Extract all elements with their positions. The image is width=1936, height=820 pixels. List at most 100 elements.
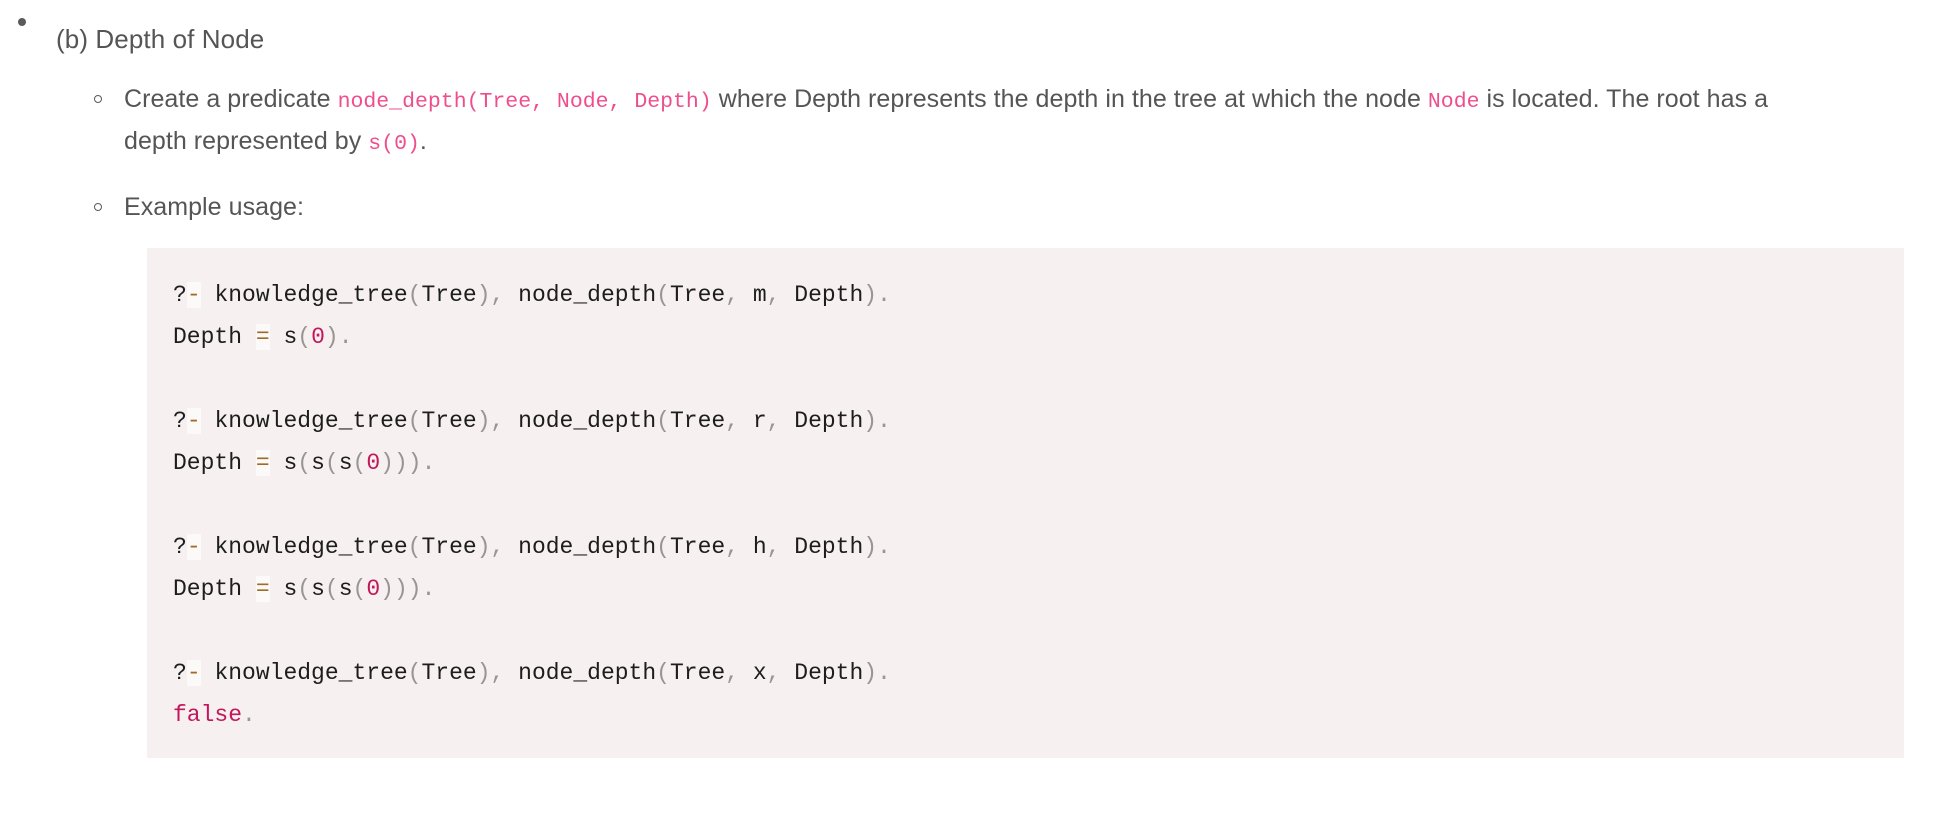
code-token-number: 0 [366,450,381,476]
code-line-query: ?- knowledge_tree(Tree), node_depth(Tree… [173,660,891,686]
code-token-punctuation: . [242,702,256,728]
code-token-punctuation: , [725,534,740,560]
code-token-boolean: false [173,702,243,728]
code-token-identifier: node_depth [518,534,657,560]
code-token-identifier: s [311,450,325,476]
code-token-punctuation: , [725,282,740,308]
code-token-query-prefix: ? [173,534,187,560]
code-token-punctuation: , [766,660,781,686]
code-token-identifier: s [338,450,353,476]
circle-bullet-icon [94,203,102,211]
code-token-punctuation: , [725,408,740,434]
code-token-punctuation: . [877,408,891,434]
code-token-punctuation: ( [352,576,367,602]
code-token-punctuation: ) [476,534,491,560]
code-line-result: Depth = s(s(s(0))). [173,576,435,602]
outline-level-1-list: (b) Depth of Node Create a predicate nod… [0,0,1936,227]
code-token-identifier: s [283,324,298,350]
code-token-punctuation: ) [476,660,491,686]
code-token-identifier: Tree [421,408,477,434]
section-heading: (b) Depth of Node [56,24,265,54]
code-token-identifier: node_depth [518,408,657,434]
code-token-punctuation: ( [656,534,670,560]
list-item-depth-of-node: (b) Depth of Node Create a predicate nod… [0,0,1936,227]
code-token-identifier: Tree [669,660,726,686]
code-token-punctuation: ) [863,534,878,560]
code-token-punctuation: ) [476,408,491,434]
code-token-punctuation: ( [324,576,339,602]
code-token-punctuation: . [877,534,891,560]
code-token-punctuation: , [490,660,505,686]
code-token-operator: - [186,282,201,308]
code-token-punctuation: , [766,408,781,434]
code-token-punctuation: , [490,408,505,434]
inline-code-node: Node [1427,90,1480,114]
code-token-punctuation: ( [656,660,670,686]
code-token-punctuation: ) [324,324,339,350]
code-token-punctuation: ) [407,450,422,476]
desc-text-4: . [419,127,427,155]
desc-text-2: where Depth represents the depth in the … [711,85,1428,113]
code-token-identifier: Depth [794,282,864,308]
code-token-identifier: knowledge_tree [214,282,408,308]
code-token-punctuation: ( [352,450,367,476]
code-token-query-prefix: ? [173,408,187,434]
code-token-punctuation: ( [407,534,422,560]
code-token-identifier: knowledge_tree [214,660,408,686]
code-line-result: Depth = s(0). [173,324,353,350]
code-token-operator: = [255,576,270,602]
code-token-punctuation: , [725,660,740,686]
code-token-identifier: Depth [794,534,864,560]
code-block-example-usage: ?- knowledge_tree(Tree), node_depth(Tree… [147,248,1904,758]
code-token-identifier: s [283,450,298,476]
code-line-query: ?- knowledge_tree(Tree), node_depth(Tree… [173,534,891,560]
code-token-punctuation: ( [297,324,312,350]
outline-level-2-list: Create a predicate node_depth(Tree, Node… [56,80,1936,227]
code-token-identifier: Tree [421,282,477,308]
code-token-punctuation: ) [476,282,491,308]
code-token-identifier: Depth [794,660,864,686]
code-token-number: 0 [311,324,325,350]
code-token-identifier: Depth [173,576,243,602]
code-token-identifier: Depth [794,408,864,434]
code-token-punctuation: ( [407,660,422,686]
code-token-identifier: h [752,534,767,560]
code-token-operator: = [255,450,270,476]
code-token-punctuation: . [877,660,891,686]
code-token-punctuation: ) [407,576,422,602]
code-token-identifier: m [752,282,767,308]
code-token-number: 0 [366,576,381,602]
code-token-identifier: Tree [421,534,477,560]
code-token-punctuation: ( [407,282,422,308]
code-token-punctuation: . [338,324,353,350]
list-item-create-predicate: Create a predicate node_depth(Tree, Node… [56,80,1936,164]
code-token-identifier: Tree [669,534,726,560]
code-token-operator: = [255,324,270,350]
code-token-punctuation: ( [324,450,339,476]
code-line-query: ?- knowledge_tree(Tree), node_depth(Tree… [173,282,891,308]
code-token-query-prefix: ? [173,282,187,308]
code-token-punctuation: ( [656,408,670,434]
code-token-identifier: Depth [173,324,243,350]
code-token-punctuation: ) [863,660,878,686]
code-token-identifier: x [752,660,767,686]
code-token-punctuation: ) [863,408,878,434]
code-token-operator: - [186,408,201,434]
code-token-punctuation: ( [297,450,312,476]
code-token-punctuation: ( [656,282,670,308]
code-token-identifier: s [338,576,353,602]
code-token-punctuation: ) [863,282,878,308]
code-token-identifier: Tree [669,408,726,434]
code-line-result: Depth = s(s(s(0))). [173,450,435,476]
code-token-punctuation: ) [393,576,408,602]
code-line-result: false. [173,702,256,728]
desc-text-1: Create a predicate [124,85,338,113]
code-token-identifier: knowledge_tree [214,534,408,560]
code-token-punctuation: ) [380,576,394,602]
code-token-punctuation: , [490,534,505,560]
code-token-identifier: Depth [173,450,243,476]
circle-bullet-icon [94,95,102,103]
list-item-example-usage: Example usage: [56,188,1936,227]
code-token-punctuation: ) [380,450,394,476]
